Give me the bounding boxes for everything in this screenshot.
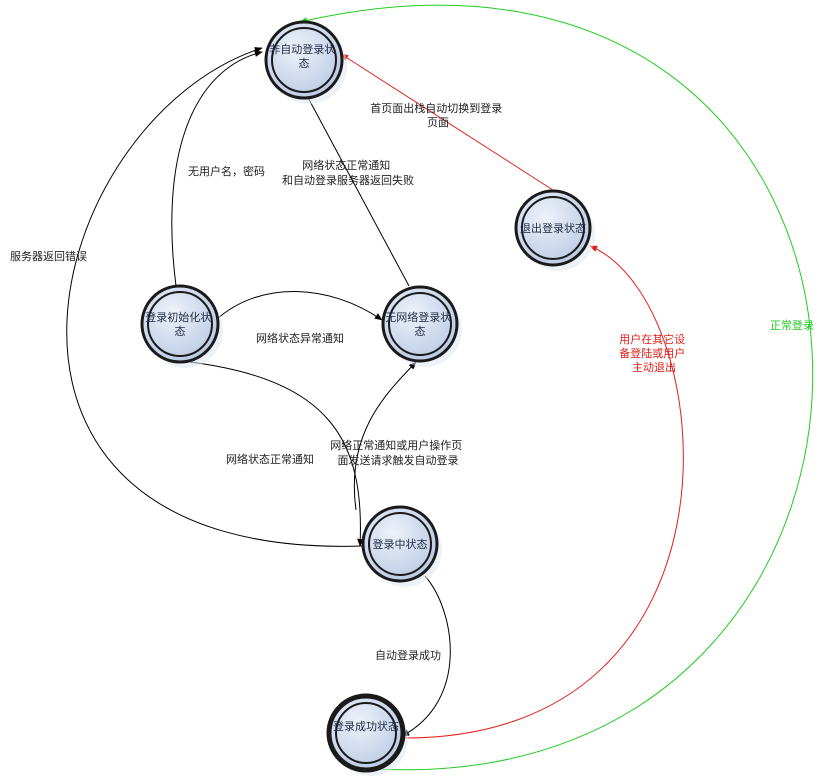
label-network-normal: 网络状态正常通知: [226, 452, 314, 466]
state-init: 登录初始化状 态: [140, 284, 223, 368]
state-logging-in-label: 登录中状态: [373, 537, 428, 551]
svg-text:退出登录状态: 退出登录状态: [520, 221, 586, 235]
edge-no-credentials: [171, 50, 263, 287]
svg-text:无网络登录状 态: 无网络登录状 态: [385, 310, 455, 338]
state-logging-in: 登录中状态: [361, 505, 442, 587]
edge-server-error: [66, 47, 363, 547]
label-normal-logout: 正常登录: [770, 318, 814, 332]
label-server-error: 服务器返回错误: [10, 249, 87, 263]
svg-text:非自动登录状 态: 非自动登录状 态: [269, 42, 339, 70]
edge-network-abnormal: [215, 291, 383, 321]
edge-other-device-logout: [401, 245, 684, 739]
edge-network-or-user-request: [353, 361, 417, 511]
state-login-success-label: 登录成功状态: [333, 719, 399, 733]
label-auto-login-success: 自动登录成功: [375, 648, 441, 662]
state-init-label-1: 登录初始化状: [145, 310, 211, 324]
state-non-auto-login: 非自动登录状 态: [264, 20, 347, 104]
state-login-success: 登录成功状态: [326, 693, 408, 776]
state-logout-label: 退出登录状态: [520, 221, 586, 235]
label-homepage-exit: 首页面出栈自动切换到登录 页面: [370, 101, 506, 129]
edge-network-normal: [189, 361, 364, 547]
label-network-or-user-request: 网络正常通知或用户操作页 面发送请求触发自动登录: [330, 438, 466, 467]
label-network-abnormal: 网络状态异常通知: [256, 331, 344, 345]
edge-auto-login-success: [401, 575, 451, 737]
state-no-network-label-2: 态: [415, 325, 426, 338]
edge-network-ok-auto-fail: [304, 91, 410, 287]
svg-text:登录成功状态: 登录成功状态: [333, 719, 399, 733]
edge-normal-logout: [299, 4, 814, 771]
state-init-label-2: 态: [175, 325, 186, 338]
state-logout: 退出登录状态: [514, 189, 595, 271]
state-non-auto-login-label-1: 非自动登录状: [269, 42, 335, 56]
svg-text:登录中状态: 登录中状态: [373, 537, 428, 551]
svg-text:登录初始化状 态: 登录初始化状 态: [145, 310, 215, 338]
label-other-device-logout: 用户在其它设 备登陆或用户 主动退出: [619, 332, 689, 374]
state-no-network: 无网络登录状 态: [381, 285, 462, 367]
state-no-network-label-1: 无网络登录状: [385, 310, 451, 324]
edge-homepage-exit: [340, 53, 557, 193]
label-network-ok-auto-fail: 网络状态正常通知 和自动登录服务器返回失败: [282, 158, 414, 187]
label-no-credentials: 无用户名，密码: [188, 164, 265, 178]
state-non-auto-login-label-2: 态: [299, 57, 310, 70]
